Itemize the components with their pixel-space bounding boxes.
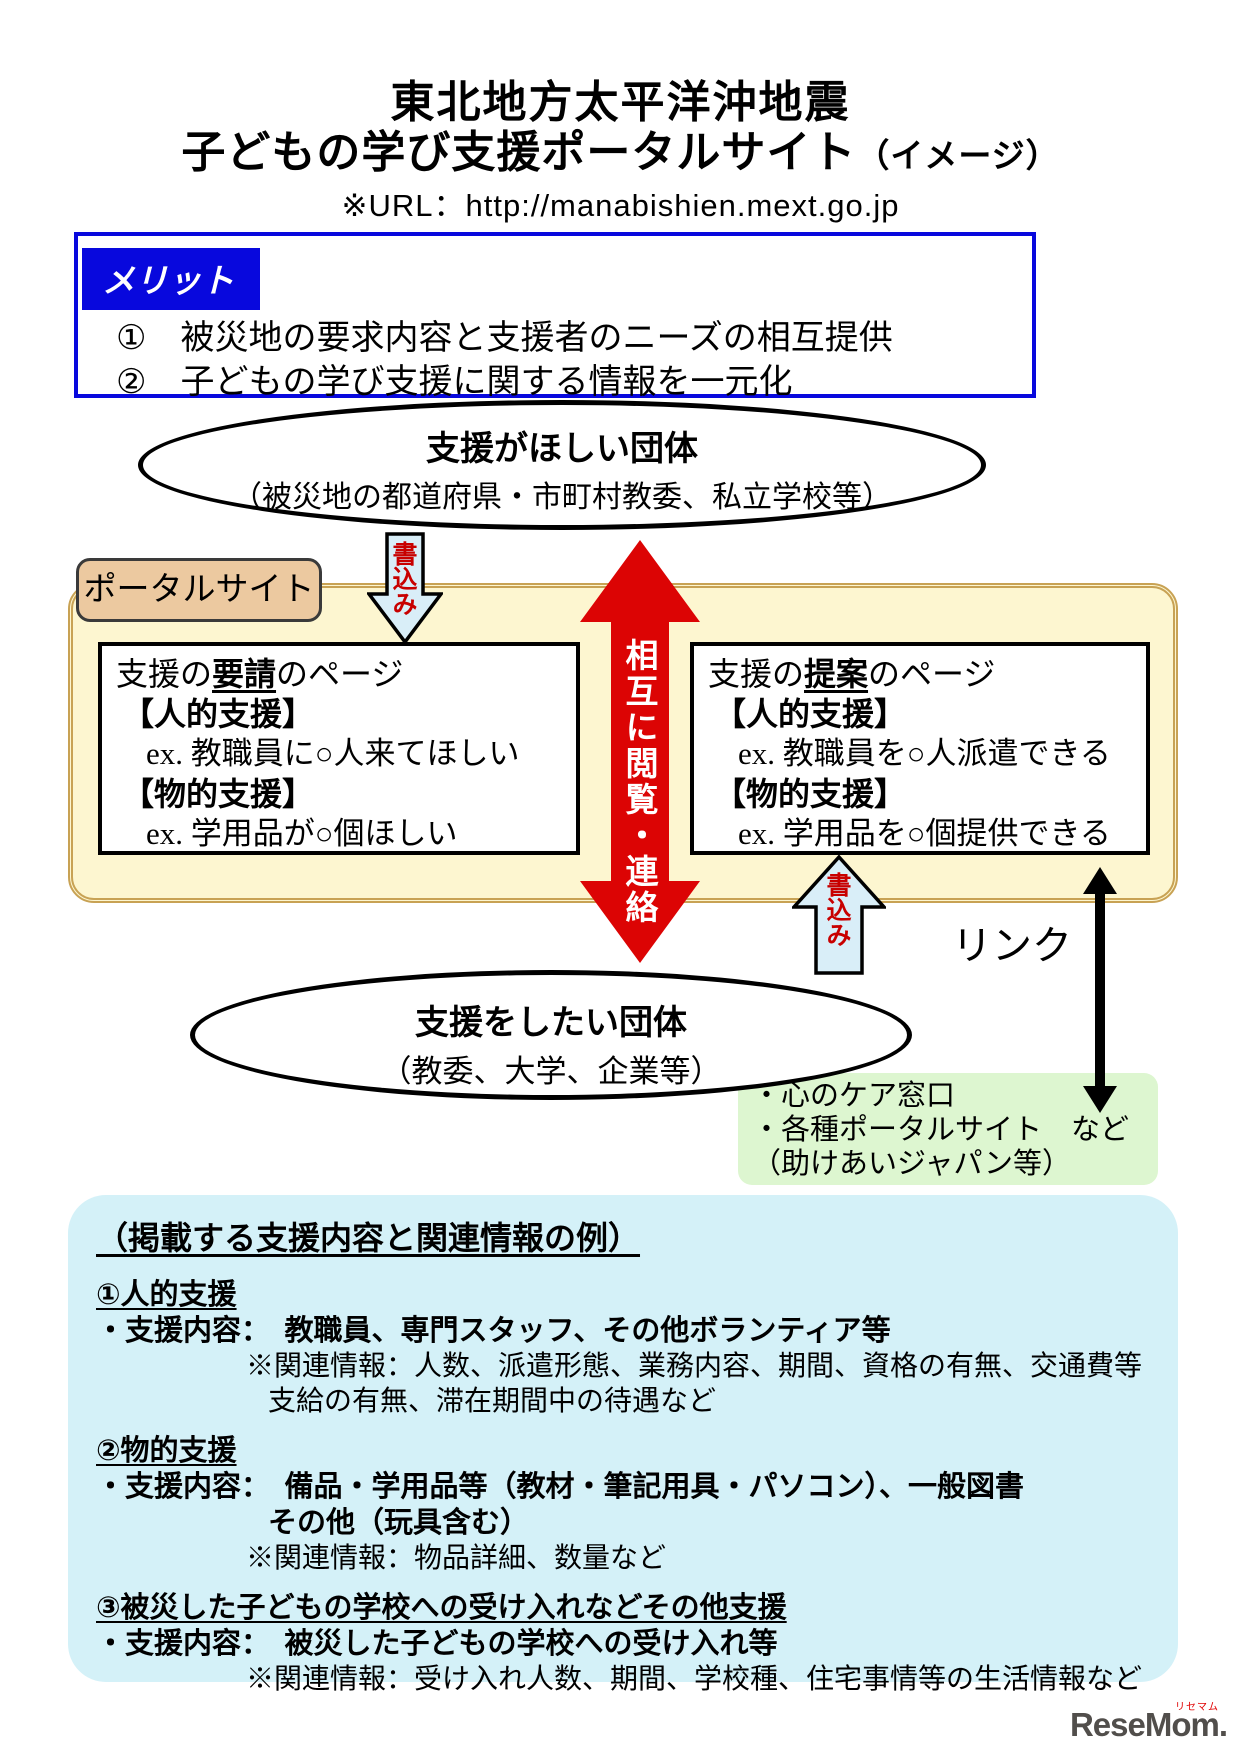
section-2-content-2: その他（玩具含む） xyxy=(268,1507,530,1539)
page-title-line2-main: 子どもの学び支援ポータルサイト xyxy=(181,128,857,177)
write-arrow-down-label: 書込み xyxy=(389,541,417,616)
write-arrow-up-label: 書込み xyxy=(823,872,851,947)
request-personnel-header: 【人的支援】 xyxy=(122,696,315,732)
portal-url-text: ※URL：http://manabishien.mext.go.jp xyxy=(341,188,900,223)
mutual-browse-contact-arrow-icon xyxy=(580,540,700,963)
link-label: リンク xyxy=(952,924,1072,968)
related-link-care: ・心のケア窓口 xyxy=(752,1080,956,1112)
support-example-section-personnel: ①人的支援 ・支援内容： 教職員、専門スタッフ、その他ボランティア等 ※関連情報… xyxy=(96,1277,1150,1419)
proposal-personnel-example: ex. 教職員を○人派遣できる xyxy=(738,736,1111,771)
support-proposal-page-title: 支援の提案のページ xyxy=(708,656,996,692)
proposal-material-example: ex. 学用品を○個提供できる xyxy=(738,816,1111,851)
groups-offering-support-subtitle: （教委、大学、企業等） xyxy=(380,1054,722,1089)
portal-site-label: ポータルサイト xyxy=(76,558,322,622)
link-double-arrow-icon xyxy=(1083,867,1117,1113)
related-links-box: ・心のケア窓口 ・各種ポータルサイト など （助けあいジャパン等） xyxy=(738,1073,1158,1185)
support-proposal-page-box: 支援の提案のページ 【人的支援】 ex. 教職員を○人派遣できる 【物的支援】 … xyxy=(690,642,1150,855)
section-1-note-2: 支給の有無、滞在期間中の待遇など xyxy=(268,1386,717,1417)
related-link-portals-note: （助けあいジャパン等） xyxy=(752,1148,1072,1180)
groups-offering-support-title: 支援をしたい団体 xyxy=(415,1004,687,1042)
request-material-example: ex. 学用品が○個ほしい xyxy=(146,816,458,851)
section-3-header: ③被災した子どもの学校への受け入れなどその他支援 xyxy=(96,1592,787,1624)
write-arrow-down-icon xyxy=(367,532,443,644)
merit-item-2: ② 子どもの学び支援に関する情報を一元化 xyxy=(116,363,793,401)
section-1-header: ①人的支援 xyxy=(96,1279,237,1311)
support-request-page-title: 支援の要請のページ xyxy=(116,656,404,692)
section-2-header: ②物的支援 xyxy=(96,1435,237,1467)
mutual-browse-contact-label: 相互に閲覧・連絡 xyxy=(621,638,658,926)
merit-item-1: ① 被災地の要求内容と支援者のニーズの相互提供 xyxy=(116,319,893,357)
support-example-section-material: ②物的支援 ・支援内容： 備品・学用品等（教材・筆記用具・パソコン）、一般図書 … xyxy=(96,1433,1150,1576)
write-arrow-up-icon xyxy=(792,855,886,975)
section-1-note-1: ※関連情報：人数、派遣形態、業務内容、期間、資格の有無、交通費等 xyxy=(246,1351,1143,1382)
request-material-header: 【物的支援】 xyxy=(122,776,315,812)
merit-label: メリット xyxy=(82,248,260,310)
support-examples-heading: （掲載する支援内容と関連情報の例） xyxy=(96,1220,641,1256)
section-3-content: ・支援内容： 被災した子どもの学校への受け入れ等 xyxy=(96,1628,778,1660)
merit-box: メリット ① 被災地の要求内容と支援者のニーズの相互提供 ② 子どもの学び支援に… xyxy=(74,232,1036,401)
support-example-section-acceptance: ③被災した子どもの学校への受け入れなどその他支援 ・支援内容： 被災した子どもの… xyxy=(96,1590,1150,1697)
request-personnel-example: ex. 教職員に○人来てほしい xyxy=(146,736,520,771)
resemom-logo-ruby: リセマム xyxy=(1175,1702,1219,1713)
section-2-note-1: ※関連情報：物品詳細、数量など xyxy=(246,1543,667,1574)
resemom-logo: ReseMom. xyxy=(1069,1706,1228,1743)
proposal-material-header: 【物的支援】 xyxy=(714,776,907,812)
section-3-note-1: ※関連情報：受け入れ人数、期間、学校種、住宅事情等の生活情報など xyxy=(246,1664,1143,1695)
related-link-portals: ・各種ポータルサイト など xyxy=(752,1114,1130,1146)
section-2-content: ・支援内容： 備品・学用品等（教材・筆記用具・パソコン）、一般図書 xyxy=(96,1471,1025,1503)
page-title-line1: 東北地方太平洋沖地震 xyxy=(390,78,851,127)
section-1-content: ・支援内容： 教職員、専門スタッフ、その他ボランティア等 xyxy=(96,1315,891,1347)
groups-wanting-support-title: 支援がほしい団体 xyxy=(426,430,698,468)
groups-offering-support-ellipse: 支援をしたい団体 （教委、大学、企業等） xyxy=(190,970,912,1100)
groups-wanting-support-ellipse: 支援がほしい団体 （被災地の都道府県・市町村教委、私立学校等） xyxy=(138,400,986,530)
page-title-line2-note: （イメージ） xyxy=(856,137,1060,174)
groups-wanting-support-subtitle: （被災地の都道府県・市町村教委、私立学校等） xyxy=(232,481,892,514)
support-examples-box: （掲載する支援内容と関連情報の例） ①人的支援 ・支援内容： 教職員、専門スタッ… xyxy=(68,1195,1178,1695)
page-title-line2: 子どもの学び支援ポータルサイト（イメージ） xyxy=(0,116,1241,180)
proposal-personnel-header: 【人的支援】 xyxy=(714,696,907,732)
support-request-page-box: 支援の要請のページ 【人的支援】 ex. 教職員に○人来てほしい 【物的支援】 … xyxy=(98,642,580,855)
